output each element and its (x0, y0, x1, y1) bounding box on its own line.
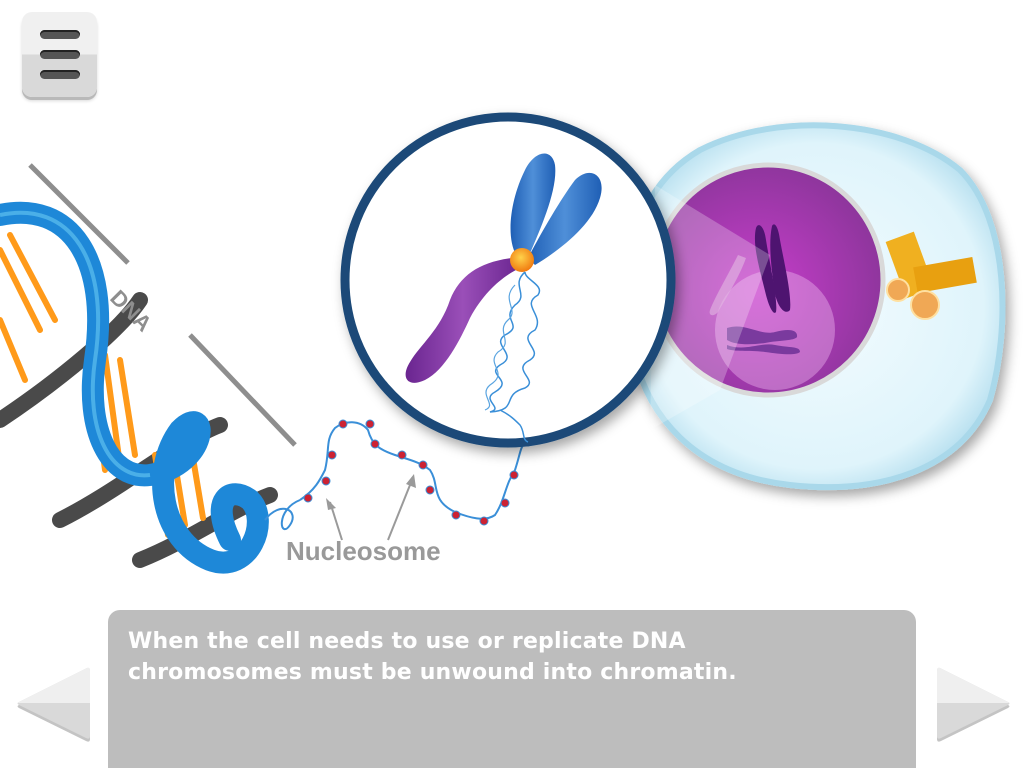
nucleosome-label: Nucleosome (286, 536, 441, 566)
cell-icon (625, 122, 1006, 491)
left-arrow-icon (17, 667, 90, 742)
dna-chromatin-illustration (0, 112, 1006, 574)
chromatin-fiber (299, 414, 533, 526)
right-arrow-icon (937, 667, 1010, 742)
centrosome-icon (885, 231, 977, 320)
caption-panel: When the cell needs to use or replicate … (108, 610, 916, 768)
hamburger-menu-icon-bar (40, 50, 80, 59)
caption-text: When the cell needs to use or replicate … (128, 626, 868, 688)
hamburger-menu-icon (40, 30, 80, 39)
dna-label-line (28, 163, 297, 447)
menu-button[interactable] (22, 12, 97, 97)
next-button[interactable] (936, 666, 1012, 742)
chromosome-icon (405, 153, 602, 443)
hamburger-menu-icon-bar (40, 70, 80, 79)
magnifier-circle (340, 112, 676, 448)
caption-line-2: chromosomes must be unwound into chromat… (128, 660, 737, 685)
dna-helix-icon (0, 201, 301, 574)
caption-line-1: When the cell needs to use or replicate … (128, 629, 686, 654)
previous-button[interactable] (15, 666, 91, 742)
nucleosome-pointer-arrows (326, 474, 416, 541)
